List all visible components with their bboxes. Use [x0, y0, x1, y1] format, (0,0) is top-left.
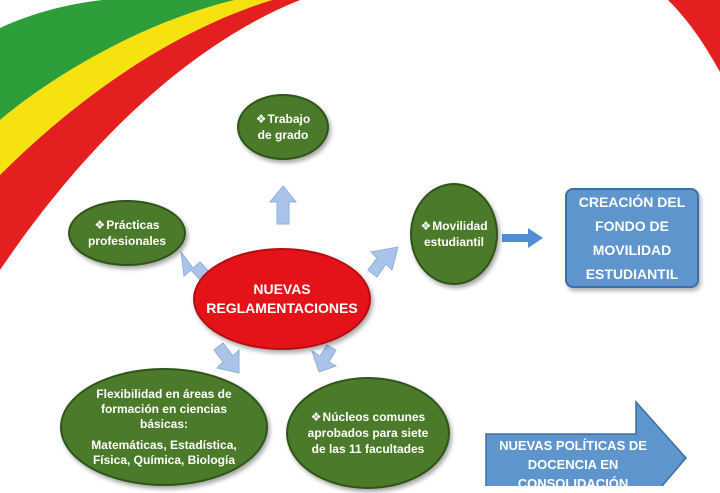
node-practicas-line1: Prácticas: [106, 218, 160, 232]
node-movilidad-estudiantil: ❖Movilidad estudiantil: [410, 183, 498, 285]
node-trabajo-line1: Trabajo: [267, 112, 311, 126]
node-flexibilidad-line3: básicas:: [139, 416, 189, 431]
box-fondo-line1: CREACIÓN DEL: [578, 194, 686, 210]
bullet-icon: ❖: [420, 219, 432, 233]
node-movilidad-line2: estudiantil: [423, 235, 484, 249]
box-fondo-line2: FONDO DE: [595, 218, 669, 234]
arrow-right-icon: [502, 228, 543, 248]
ribbon-corner: [668, 0, 720, 72]
big-arrow-line3: CONSOLIDACIÓN: [517, 476, 629, 491]
node-trabajo-line2: de grado: [257, 128, 309, 142]
node-nucleos-comunes: ❖Núcleos comunes aprobados para siete de…: [286, 377, 450, 489]
arrow-down-right-icon: [311, 344, 338, 373]
center-node-line1: NUEVAS: [253, 281, 311, 297]
center-node-nuevas-reglamentaciones: NUEVAS REGLAMENTACIONES: [193, 248, 371, 350]
node-flexibilidad-line1: Flexibilidad en áreas de: [96, 386, 232, 401]
node-practicas-profesionales: ❖Prácticas profesionales: [68, 200, 186, 266]
arrow-up-icon: [268, 185, 298, 225]
big-arrow-politicas-docencia: NUEVAS POLÍTICAS DE DOCENCIA EN CONSOLID…: [488, 436, 658, 493]
big-arrow-line2: DOCENCIA EN: [527, 457, 619, 472]
bullet-icon: ❖: [310, 410, 322, 424]
bullet-icon: ❖: [94, 218, 106, 232]
node-flexibilidad: Flexibilidad en áreas de formación en ci…: [60, 368, 268, 486]
center-node-line2: REGLAMENTACIONES: [206, 300, 358, 316]
node-movilidad-line1: Movilidad: [432, 219, 488, 233]
node-trabajo-de-grado: ❖Trabajo de grado: [237, 94, 329, 160]
box-fondo-movilidad: CREACIÓN DEL FONDO DE MOVILIDAD ESTUDIAN…: [565, 188, 699, 288]
bullet-icon: ❖: [255, 112, 267, 126]
node-nucleos-line1: Núcleos comunes: [322, 410, 426, 424]
big-arrow-shape: [485, 400, 687, 486]
box-fondo-line4: ESTUDIANTIL: [585, 266, 679, 282]
node-flexibilidad-line4: Matemáticas, Estadística,: [91, 437, 237, 452]
arrow-down-left-icon: [213, 342, 240, 374]
node-flexibilidad-line2: formación en ciencias: [100, 401, 228, 416]
big-arrow-line1: NUEVAS POLÍTICAS DE: [499, 438, 647, 453]
node-nucleos-line2: aprobados para siete: [307, 426, 429, 440]
node-practicas-line2: profesionales: [87, 234, 167, 248]
arrow-up-right-icon: [367, 246, 399, 278]
flag-ribbon: [0, 0, 300, 270]
node-nucleos-line3: de las 11 facultades: [311, 442, 425, 456]
node-flexibilidad-line5: Física, Química, Biología: [92, 452, 236, 467]
box-fondo-line3: MOVILIDAD: [592, 242, 672, 258]
